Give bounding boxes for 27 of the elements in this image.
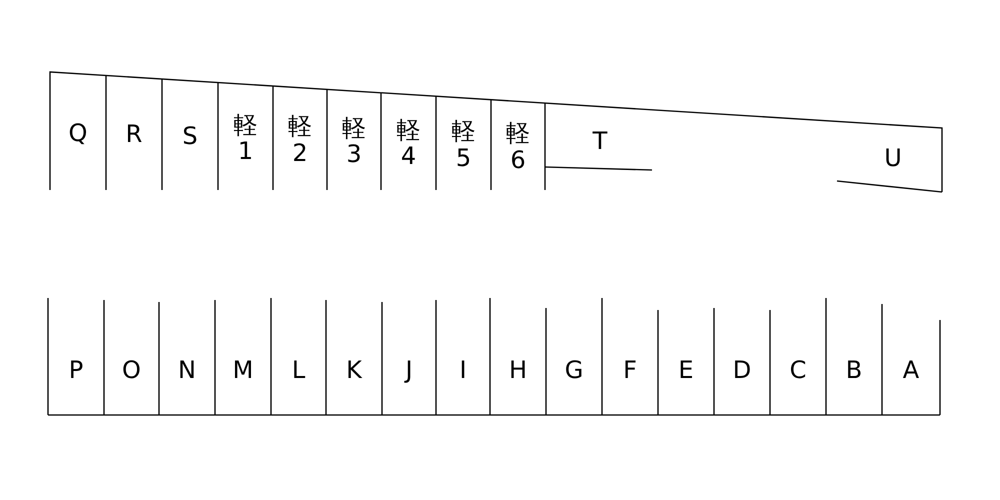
space-label: 軽4	[396, 116, 420, 170]
space-label: D	[732, 356, 752, 384]
space-label: K	[345, 356, 364, 384]
space-label: 軽1	[234, 112, 258, 164]
space-label: B	[844, 356, 864, 384]
space-label: Q	[68, 120, 88, 146]
space-label: C	[788, 356, 808, 384]
space-label: P	[68, 356, 84, 384]
space-label: U	[883, 144, 903, 172]
space-label: E	[677, 356, 695, 384]
space-label: M	[232, 356, 254, 384]
space-label: G	[564, 356, 584, 384]
space-label: S	[181, 123, 199, 150]
space-label: R	[124, 121, 144, 148]
space-label: 軽5	[452, 118, 476, 172]
space-label: O	[121, 356, 142, 384]
space-label: T	[592, 128, 608, 154]
space-label: A	[902, 356, 920, 384]
space-label: 軽2	[288, 113, 312, 166]
space-label: I	[458, 356, 468, 384]
space-label: N	[177, 356, 197, 384]
space-label: H	[508, 356, 528, 384]
space-label: F	[622, 356, 638, 384]
space-label: L	[290, 356, 306, 384]
space-label: J	[403, 356, 414, 384]
space-label: 軽3	[342, 114, 366, 168]
space-label: 軽6	[506, 120, 530, 173]
